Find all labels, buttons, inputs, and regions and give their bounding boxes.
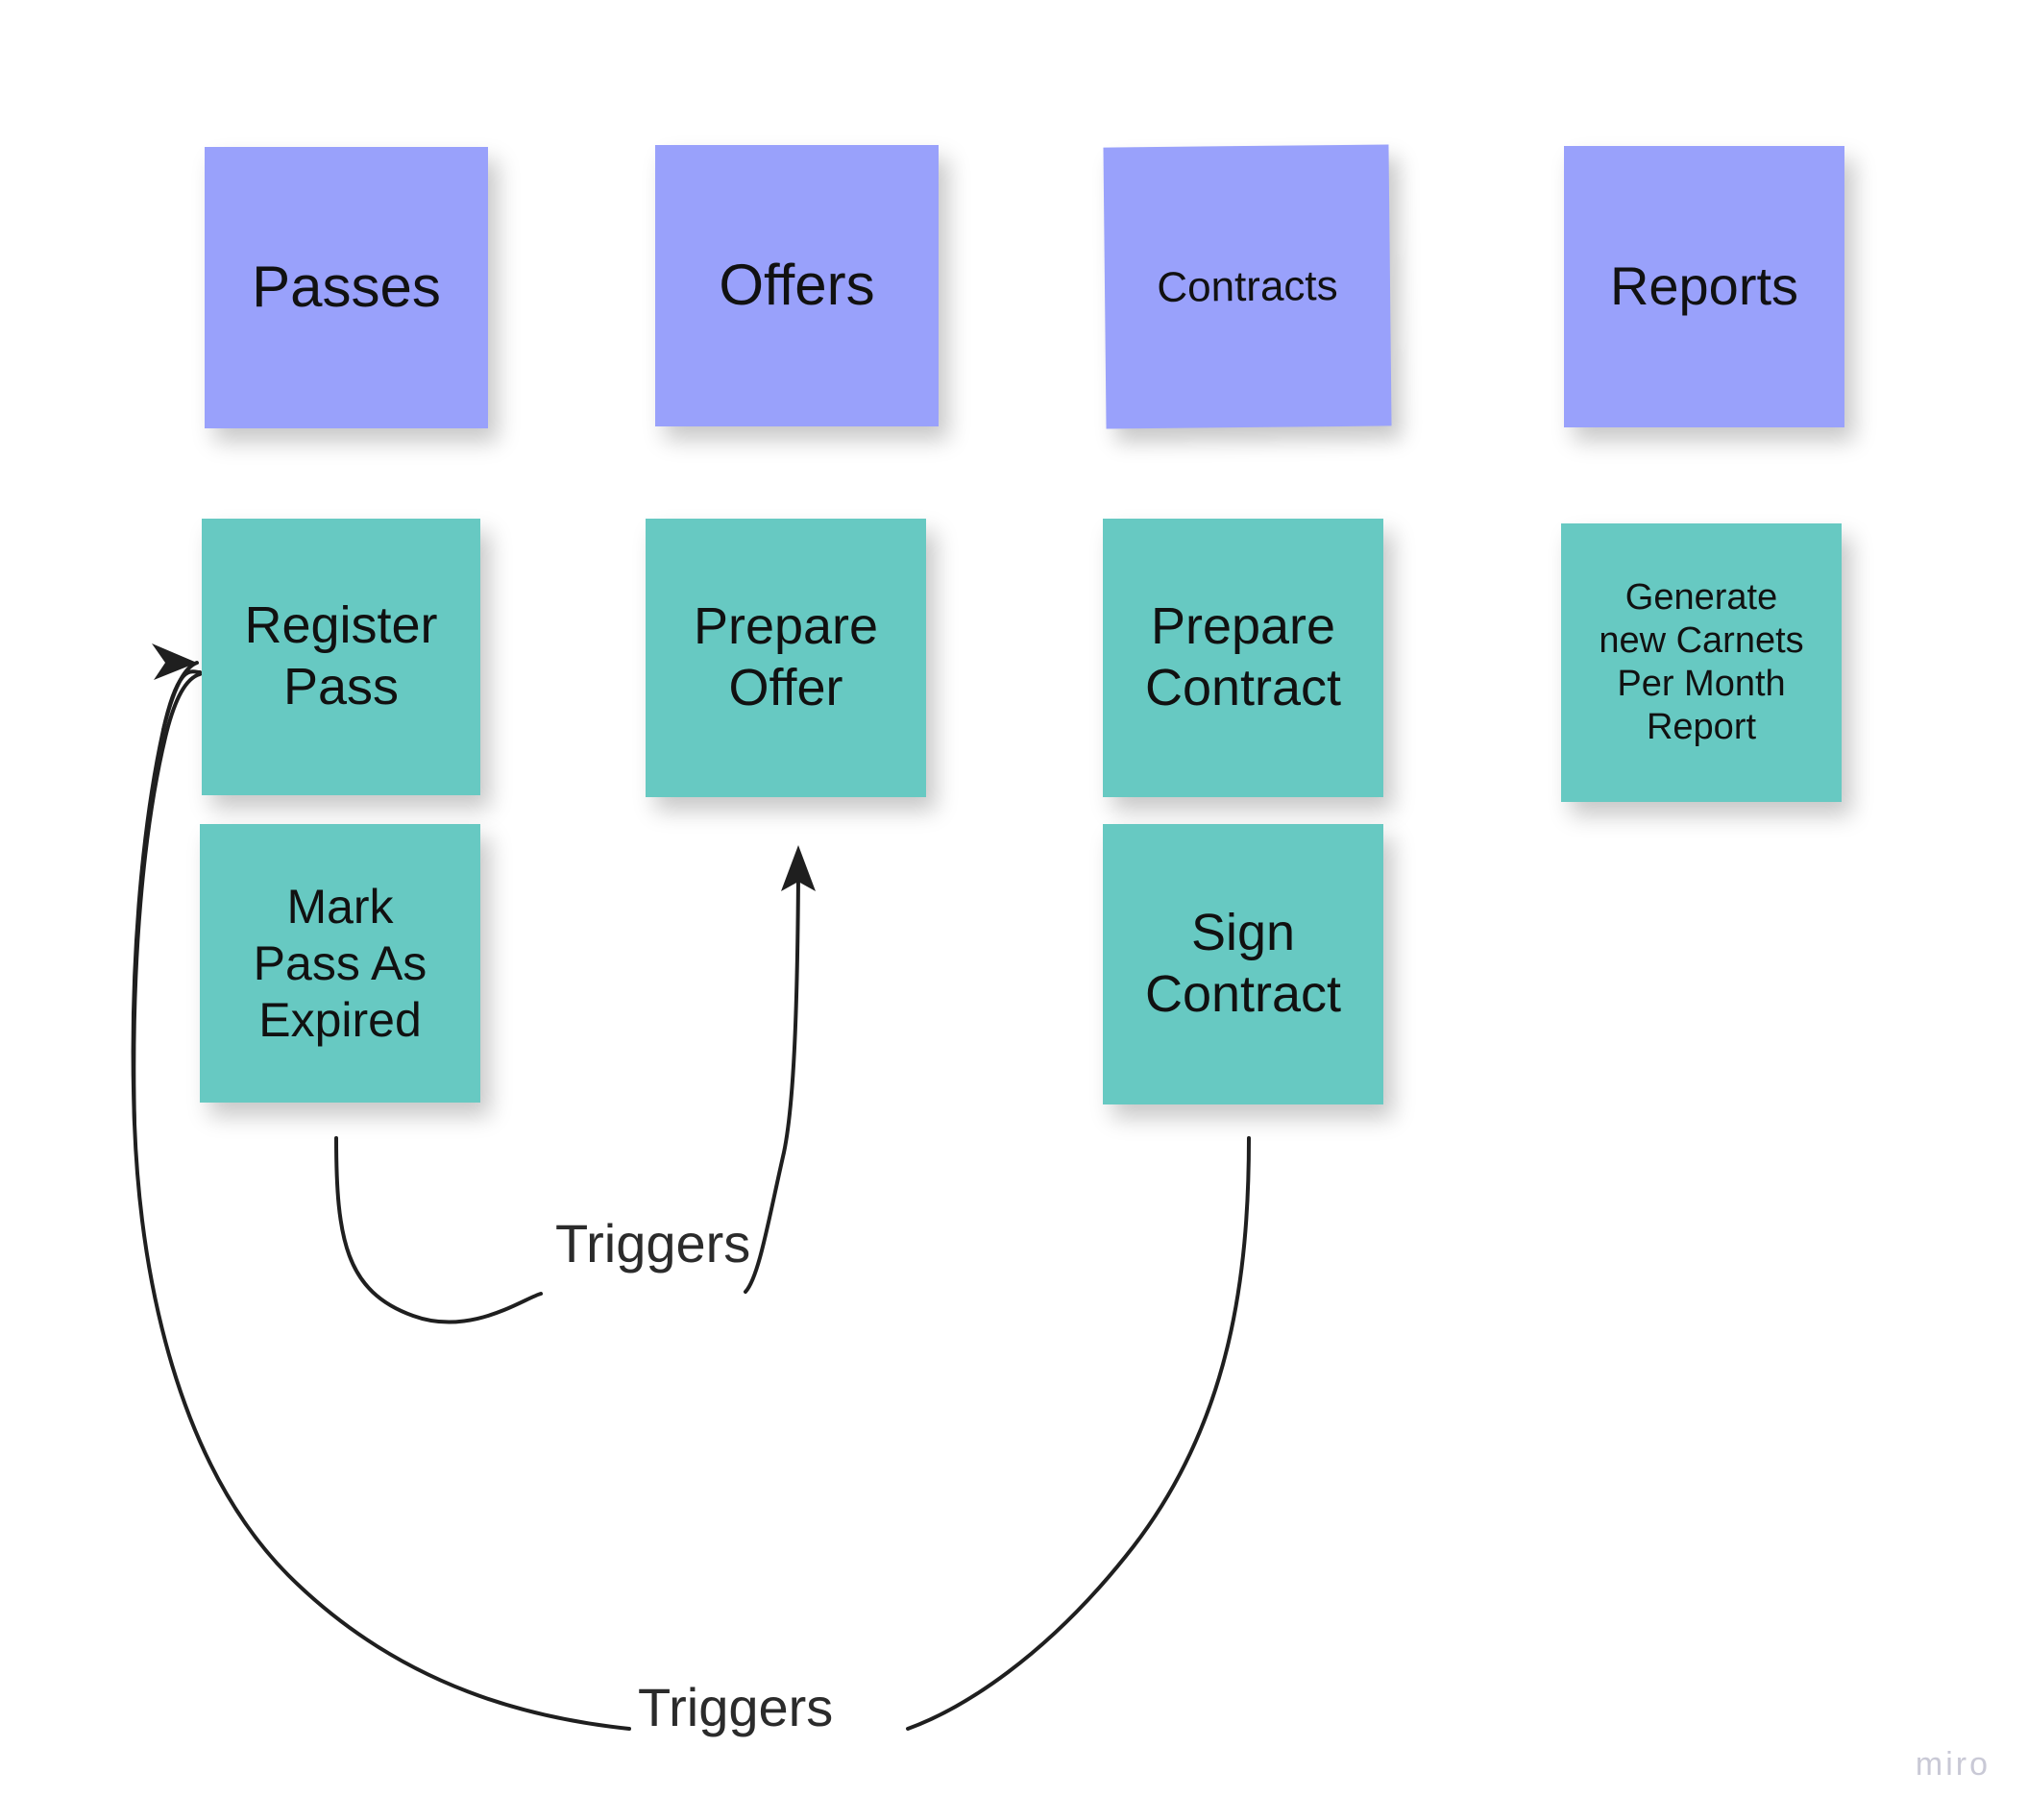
- connector-path-segment-curve-up: [132, 672, 202, 1126]
- miro-watermark: miro: [1915, 1746, 1990, 1783]
- connector-path-segment-left: [334, 1136, 543, 1324]
- connector-path-segment-tail: [161, 661, 199, 732]
- sticky-note-action-prepare-offer[interactable]: Prepare Offer: [646, 519, 926, 797]
- sticky-note-category-offers[interactable]: Offers: [655, 145, 939, 426]
- sticky-note-label: Reports: [1609, 255, 1799, 317]
- connector-arrowhead-up: [781, 845, 816, 891]
- connector-arrowhead-right: [152, 643, 197, 680]
- sticky-note-action-prepare-contract[interactable]: Prepare Contract: [1103, 519, 1383, 797]
- sticky-note-category-contracts[interactable]: Contracts: [1103, 144, 1392, 429]
- sticky-note-label: Sign Contract: [1144, 904, 1342, 1023]
- sticky-note-category-passes[interactable]: Passes: [205, 147, 488, 428]
- sticky-note-label: Generate new Carnets Per Month Report: [1599, 577, 1804, 747]
- connector-sign-contract-to-register-pass: [131, 643, 1251, 1731]
- sticky-note-label: Mark Pass As Expired: [253, 879, 427, 1047]
- sticky-note-action-generate-carnets-report[interactable]: Generate new Carnets Per Month Report: [1561, 523, 1842, 802]
- sticky-note-label: Contracts: [1157, 261, 1338, 311]
- sticky-note-label: Passes: [252, 255, 441, 320]
- sticky-note-category-reports[interactable]: Reports: [1564, 146, 1844, 427]
- sticky-note-action-sign-contract[interactable]: Sign Contract: [1103, 824, 1383, 1104]
- connector-path-segment-from-sign: [906, 1136, 1251, 1731]
- connector-label-triggers-prepare-offer: Triggers: [555, 1213, 751, 1274]
- sticky-note-label: Prepare Contract: [1144, 597, 1342, 716]
- sticky-note-action-mark-pass-as-expired[interactable]: Mark Pass As Expired: [200, 824, 480, 1103]
- sticky-note-label: Offers: [719, 253, 875, 318]
- connector-path-segment-right: [744, 874, 800, 1294]
- sticky-note-label: Register Pass: [244, 596, 438, 716]
- sticky-note-label: Prepare Offer: [693, 597, 879, 716]
- sticky-note-action-register-pass[interactable]: Register Pass: [202, 519, 480, 795]
- connector-label-triggers-register-pass: Triggers: [638, 1677, 834, 1737]
